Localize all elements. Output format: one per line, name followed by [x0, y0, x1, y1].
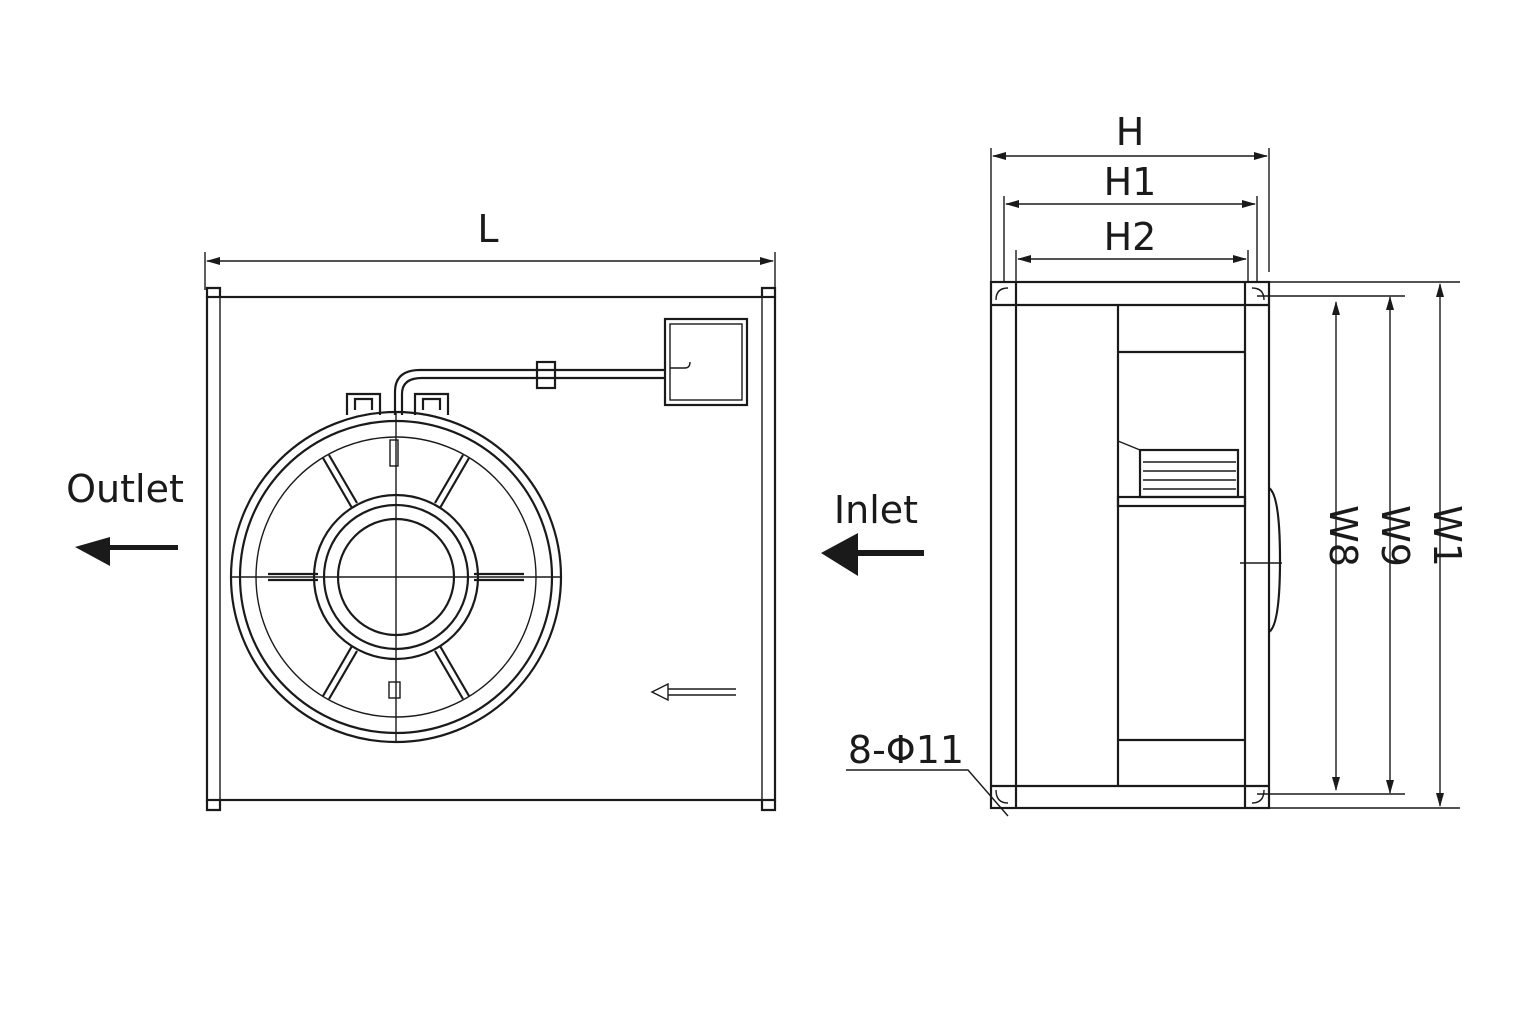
junction-box — [663, 317, 749, 407]
outlet-arrow-icon — [75, 537, 178, 566]
housing-panel — [205, 295, 777, 802]
holes-leader-line — [846, 769, 1009, 817]
height1-label: H1 — [1104, 160, 1157, 204]
width1-label: W1 — [1425, 505, 1469, 567]
width8-label: W8 — [1321, 505, 1365, 567]
fan-inlet-ring — [229, 410, 563, 744]
front-view: L — [204, 207, 777, 812]
width9-label: W9 — [1373, 505, 1417, 567]
holes-label: 8-Φ11 — [848, 728, 964, 772]
airflow-arrow-icon — [650, 682, 736, 702]
height-label: H — [1116, 110, 1145, 154]
inlet-arrow-icon — [821, 533, 924, 576]
inlet-label: Inlet — [834, 488, 918, 532]
side-housing — [989, 280, 1271, 810]
height2-label: H2 — [1104, 215, 1157, 259]
length-label: L — [477, 207, 498, 251]
outlet-label: Outlet — [66, 467, 184, 511]
cable-gland — [535, 360, 557, 390]
side-view: H H1 H2 W8 W9 W1 8-Φ11 — [846, 110, 1469, 817]
motor — [1117, 440, 1240, 499]
